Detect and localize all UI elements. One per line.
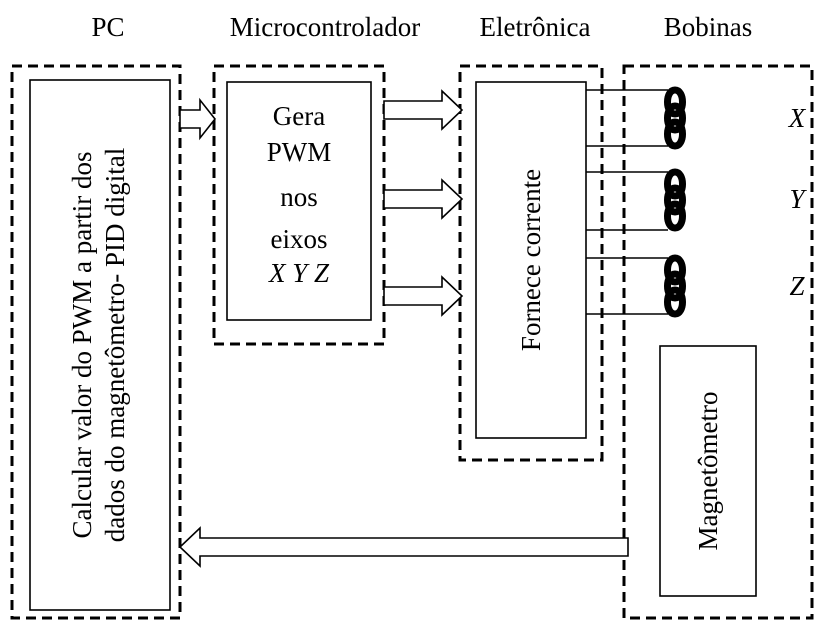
micro-block (226, 81, 372, 321)
electronics-text: Fornece corrente (516, 169, 546, 351)
title-pc: PC (91, 12, 124, 42)
coil-wires (586, 89, 668, 315)
magnetometer-text: Magnetômetro (693, 392, 723, 551)
coil-label-x: X (788, 103, 807, 133)
electronics-block-text: Fornece corrente (516, 169, 546, 351)
coil-x (668, 90, 683, 146)
coil-y (668, 172, 683, 228)
coil-label-z: Z (789, 271, 805, 301)
pc-block (29, 79, 171, 611)
title-electronics: Eletrônica (480, 12, 591, 42)
pc-dashed-frame (10, 64, 182, 620)
pc-block-text: Calcular valor do PWM a partir dos dados… (67, 148, 130, 542)
electronics-block (475, 81, 587, 439)
micro-text-line4: eixos (271, 224, 328, 254)
micro-text-axes: X Y Z (268, 258, 330, 288)
micro-text-line2: PWM (267, 137, 332, 167)
magnetometer-block-text: Magnetômetro (693, 392, 723, 551)
pc-text-line2: dados do magnetômetro- PID digital (100, 148, 130, 542)
electronics-dashed-frame (458, 64, 604, 462)
coil-label-y: Y (789, 184, 807, 214)
arrow-micro-to-electronics-z (383, 275, 464, 317)
flow-arrows (178, 89, 629, 568)
coil-z (668, 258, 683, 314)
title-microcontroller: Microcontrolador (230, 12, 420, 42)
arrow-magnetometer-to-pc (178, 526, 629, 568)
micro-text-line1: Gera (273, 101, 325, 131)
micro-text-line3: nos (280, 182, 318, 212)
arrow-micro-to-electronics-y (383, 178, 464, 220)
title-coils: Bobinas (664, 12, 753, 42)
pc-text-line1: Calcular valor do PWM a partir dos (67, 152, 97, 539)
arrow-micro-to-electronics-x (383, 89, 464, 131)
magnetometer-block (659, 345, 757, 597)
arrow-pc-to-micro (179, 97, 217, 141)
coils-dashed-frame (622, 64, 814, 620)
